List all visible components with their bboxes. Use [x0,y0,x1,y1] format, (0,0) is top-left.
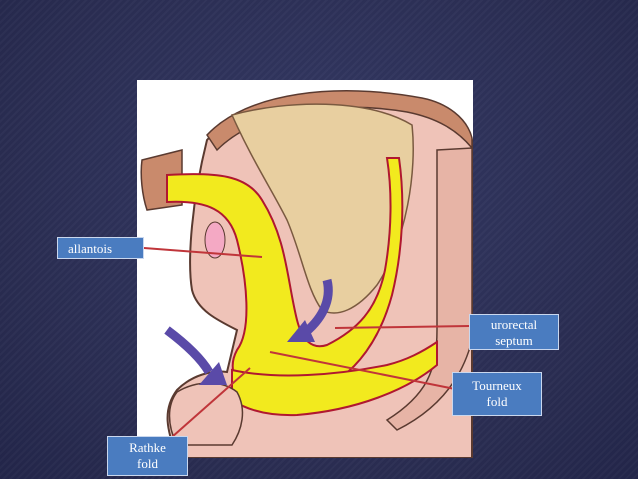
allantois-pointer [143,247,263,258]
urorectal-septum-label: urorectal septum [469,314,559,350]
tourneux-pointer [269,351,456,390]
allantois-cloaca-endoderm [166,157,404,398]
rathke-pointer [171,367,251,438]
tourneux-label-line2: fold [486,394,508,409]
urorectal-label-line2: septum [495,333,533,348]
rathke-fold-label: Rathke fold [107,436,188,476]
cloacal-floor [231,340,438,417]
allantois-label-text: allantois [68,241,113,256]
embryo-cloaca-illustration [137,80,473,458]
downward-arrow-head [287,320,315,342]
mesoderm-mass [230,103,414,314]
tourneux-label-line1: Tourneux [472,378,522,393]
tourneux-fold-label: Tourneux fold [452,372,542,416]
urorectal-pointer [334,325,470,329]
cloaca-drawing [140,90,473,458]
rathke-label-line2: fold [137,456,158,471]
urorectal-label-line1: urorectal [490,317,538,332]
allantois-label: allantois [57,237,144,259]
left-bulge [204,221,226,259]
left-arrow-head [199,362,227,385]
rathke-label-line1: Rathke [129,440,166,455]
left-arrow [164,326,213,375]
